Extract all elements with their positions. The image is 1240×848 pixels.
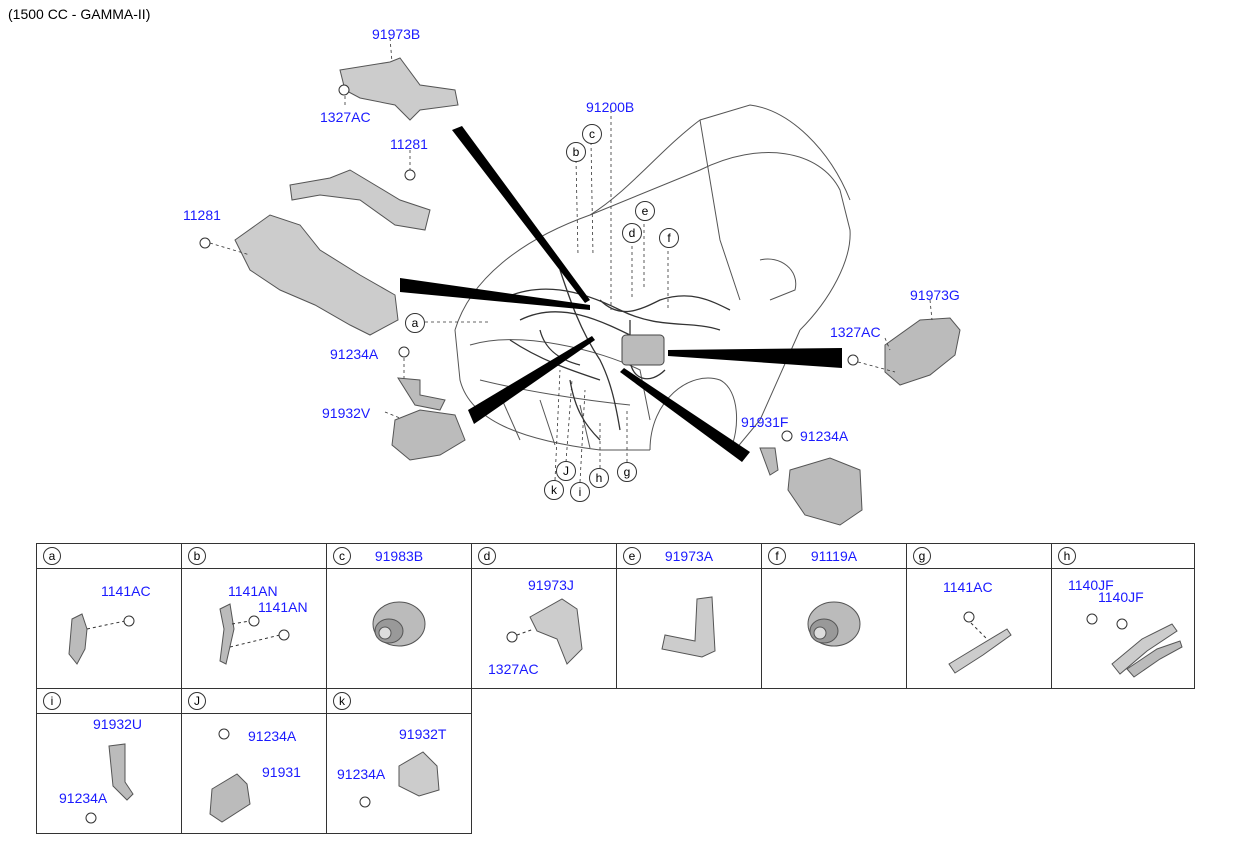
bolt-icon: [1086, 613, 1098, 625]
part-protector-upper: [289, 169, 431, 231]
callout-h[interactable]: h: [589, 468, 609, 488]
callout-a[interactable]: a: [405, 313, 425, 333]
detail-drawing-i: [85, 743, 134, 824]
callout-e[interactable]: e: [635, 201, 655, 221]
detail-label[interactable]: 1141AN: [228, 583, 278, 599]
cell-key: J: [188, 692, 206, 710]
cell-key: f: [768, 547, 786, 565]
detail-cell-b: b 1141AN 1141AN: [181, 543, 327, 689]
part-91931F-bracket: [759, 447, 863, 526]
callout-J[interactable]: J: [556, 461, 576, 481]
detail-drawing-b: [219, 603, 290, 665]
cell-part-number[interactable]: 91973A: [664, 548, 714, 564]
bolt-icon: [359, 796, 371, 808]
detail-label[interactable]: 91973J: [528, 577, 574, 593]
leader-wedges: [400, 126, 842, 462]
bolt-icon: [123, 615, 135, 627]
part-label-91234A-left[interactable]: 91234A: [330, 346, 379, 362]
bolt-icon: [1116, 618, 1128, 630]
page-header: (1500 CC - GAMMA-II): [8, 6, 151, 22]
detail-label[interactable]: 91234A: [59, 790, 108, 806]
bolt-icon: [218, 728, 230, 740]
detail-cell-f: f 91119A: [761, 543, 907, 689]
detail-label[interactable]: 91932U: [93, 716, 143, 732]
callout-c[interactable]: c: [582, 124, 602, 144]
part-label-91234A-right[interactable]: 91234A: [800, 428, 849, 444]
part-label-91200B[interactable]: 91200B: [586, 99, 635, 115]
detail-cell-J: J 91234A 91931: [181, 688, 327, 834]
callout-g[interactable]: g: [617, 462, 637, 482]
detail-cell-h: h 1140JF 1140JF: [1051, 543, 1195, 689]
vehicle-outline: [454, 104, 851, 451]
callout-b[interactable]: b: [566, 142, 586, 162]
part-91973G: [884, 317, 961, 386]
cell-key: b: [188, 547, 206, 565]
detail-label[interactable]: 91932T: [399, 726, 447, 742]
detail-cell-c: c 91983B: [326, 543, 472, 689]
detail-label[interactable]: 1141AN: [258, 599, 308, 615]
bolt-icon: [963, 611, 975, 623]
detail-label[interactable]: 91931: [262, 764, 301, 780]
detail-cell-e: e 91973A: [616, 543, 762, 689]
detail-drawing-protector-e: [661, 596, 716, 658]
detail-drawing-h: [1086, 613, 1183, 678]
cell-part-number[interactable]: 91119A: [810, 548, 858, 564]
part-label-91973G[interactable]: 91973G: [910, 287, 960, 303]
callout-f[interactable]: f: [659, 228, 679, 248]
bolt-icon: [248, 615, 260, 627]
cell-key: h: [1058, 547, 1076, 565]
part-label-1327AC-right[interactable]: 1327AC: [830, 324, 881, 340]
main-exploded-diagram: [199, 37, 961, 526]
detail-label[interactable]: 1140JF: [1098, 589, 1144, 605]
detail-label[interactable]: 1141AC: [101, 583, 151, 599]
cell-part-number[interactable]: 91983B: [374, 548, 424, 564]
detail-cell-k: k 91932T 91234A: [326, 688, 472, 834]
detail-drawing-grommet-f: [807, 601, 861, 647]
bolt-icon: [85, 812, 97, 824]
part-91932V: [391, 377, 466, 461]
detail-cell-d: d 91973J 1327AC: [471, 543, 617, 689]
detail-label[interactable]: 1140JF: [1068, 577, 1114, 593]
detail-label[interactable]: 1327AC: [488, 661, 539, 677]
cell-key: a: [43, 547, 61, 565]
detail-drawing-g: [948, 611, 1012, 674]
part-label-91932V[interactable]: 91932V: [322, 405, 371, 421]
detail-cell-g: g 1141AC: [906, 543, 1052, 689]
part-label-91931F[interactable]: 91931F: [741, 414, 789, 430]
cell-key: d: [478, 547, 496, 565]
detail-label[interactable]: 91234A: [248, 728, 297, 744]
detail-cell-i: i 91932U 91234A: [36, 688, 182, 834]
bolt-icon: [506, 631, 518, 643]
part-label-91973B[interactable]: 91973B: [372, 26, 421, 42]
detail-cell-a: a 1141AC: [36, 543, 182, 689]
cell-key: i: [43, 692, 61, 710]
fuse-box: [621, 334, 665, 366]
part-label-11281-upper[interactable]: 11281: [390, 136, 428, 152]
detail-drawing-grommet-c: [372, 601, 426, 647]
cell-key: k: [333, 692, 351, 710]
cell-key: c: [333, 547, 351, 565]
detail-drawing-d: [506, 598, 583, 665]
callout-i[interactable]: i: [570, 482, 590, 502]
cell-key: e: [623, 547, 641, 565]
callout-k[interactable]: k: [544, 480, 564, 500]
detail-drawing-a: [68, 613, 135, 665]
detail-label[interactable]: 1141AC: [943, 579, 993, 595]
detail-label[interactable]: 91234A: [337, 766, 386, 782]
part-91973B: [339, 57, 459, 121]
part-label-11281-lower[interactable]: 11281: [183, 207, 221, 223]
detail-drawing-k: [359, 751, 440, 808]
detail-drawing-J: [209, 728, 251, 823]
bolt-icon: [278, 629, 290, 641]
leader-lines: [209, 37, 933, 483]
callout-d[interactable]: d: [622, 223, 642, 243]
cell-key: g: [913, 547, 931, 565]
part-protector-lower: [234, 214, 399, 336]
part-label-1327AC-top[interactable]: 1327AC: [320, 109, 371, 125]
